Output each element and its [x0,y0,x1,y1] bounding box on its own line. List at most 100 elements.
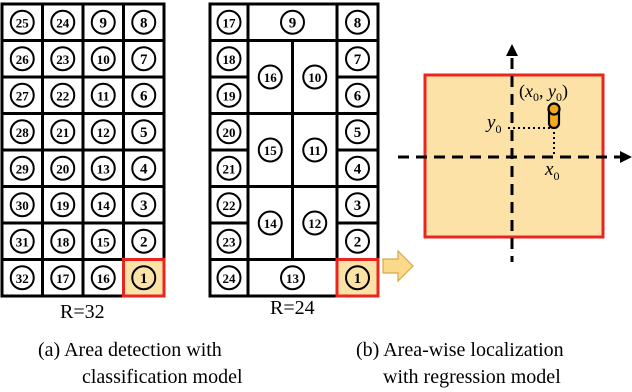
area-index: 12 [308,216,321,231]
area-index: 3 [140,198,148,214]
point-coordinate-label: (x0, y0) [519,81,568,104]
area-cell: 22 [208,185,250,225]
area-cell: 20 [41,148,85,188]
area-index: 9 [100,15,108,31]
area-cell: 23 [208,221,250,261]
area-cell: 7 [335,39,380,79]
area-index: 12 [97,125,110,140]
area-index: 20 [56,161,69,176]
area-index-badge [9,265,35,291]
area-index-badge [9,82,35,108]
area-index: 30 [16,198,29,213]
grid-r24-frame [208,2,380,298]
area-index-badge [345,9,370,35]
area-index: 23 [223,234,237,249]
area-cell: 21 [41,112,85,152]
area-index-badge [345,155,370,181]
area-cell: 17 [208,2,250,42]
location-marker-icon [547,102,561,130]
area-cell: 2 [335,221,380,261]
area-cell: 24 [41,2,85,42]
area-cell: 19 [41,185,85,225]
area-cell: 22 [41,75,85,115]
area-index-badge [9,155,35,181]
area-cell: 16 [246,39,294,115]
area-index-badge [345,82,370,108]
area-index: 19 [56,198,70,213]
area-index-badge [50,155,76,181]
area-index: 20 [223,125,236,140]
area-cell: 25 [0,2,44,42]
area-index-badge [131,192,157,218]
area-index: 22 [56,88,69,103]
area-index: 31 [16,234,29,249]
area-index: 5 [354,125,362,141]
caption-a-line1: (a) Area detection with [38,339,222,361]
caption-b-line1: (b) Area-wise localization [356,339,564,361]
area-index: 8 [354,15,362,31]
area-index-badge [302,64,328,90]
area-cell: 28 [0,112,44,152]
area-index-badge [131,9,157,35]
area-index-badge [90,155,116,181]
area-index-badge [302,210,328,236]
area-index: 11 [309,143,321,158]
area-cell: 31 [0,221,44,261]
area-cell: 15 [246,112,294,188]
area-index: 3 [354,198,362,214]
area-index-badge [257,64,283,90]
area-index-badge [90,228,116,254]
area-index-badge [131,155,157,181]
area-index-badge [216,46,242,72]
area-index-badge [345,192,370,218]
area-index: 22 [223,198,236,213]
area-index: 19 [223,88,237,103]
area-cell: 11 [81,75,125,115]
area-index-badge [257,137,283,163]
area-index: 6 [354,88,362,104]
area-index: 13 [97,161,111,176]
x0-label: x0 [544,159,559,183]
area-index: 2 [354,234,362,250]
area-cell: 9 [81,2,125,42]
grid-r24-label: R=24 [270,297,315,319]
area-index-badge [302,137,328,163]
area-index-badge [9,9,35,35]
area-cell: 10 [81,39,125,79]
area-index: 18 [223,52,237,67]
area-index-badge [50,228,76,254]
area-cell: 32 [0,258,44,298]
area-cell: 15 [81,221,125,261]
area-cell: 4 [335,148,380,188]
area-index: 29 [16,161,30,176]
area-index: 32 [16,271,29,286]
area-index: 16 [264,70,278,85]
area-index-badge [131,82,157,108]
area-cell: 21 [208,148,250,188]
right-arrow-icon [382,249,414,283]
area-cell: 19 [208,75,250,115]
area-index: 14 [97,198,111,213]
area-index-badge [90,82,116,108]
area-cell: 12 [291,185,339,261]
area-cell: 30 [0,185,44,225]
area-index-badge [90,119,116,145]
area-index: 17 [56,271,70,286]
area-cell: 3 [335,185,380,225]
area-cell: 10 [291,39,339,115]
area-index: 6 [140,88,148,104]
area-index-badge [9,119,35,145]
area-cell: 24 [208,258,250,298]
caption-a-line2: classification model [82,366,243,388]
grid-r32-label: R=32 [60,301,105,323]
area-cell: 8 [335,2,380,42]
area-index-badge [280,265,305,291]
area-index-badge [9,46,35,72]
area-cell: 1 [335,258,380,298]
area-index-badge [9,192,35,218]
x-axis-arrow-icon [620,151,632,163]
area-index-badge [50,265,76,291]
area-index: 26 [16,52,30,67]
area-cell: 17 [41,258,85,298]
